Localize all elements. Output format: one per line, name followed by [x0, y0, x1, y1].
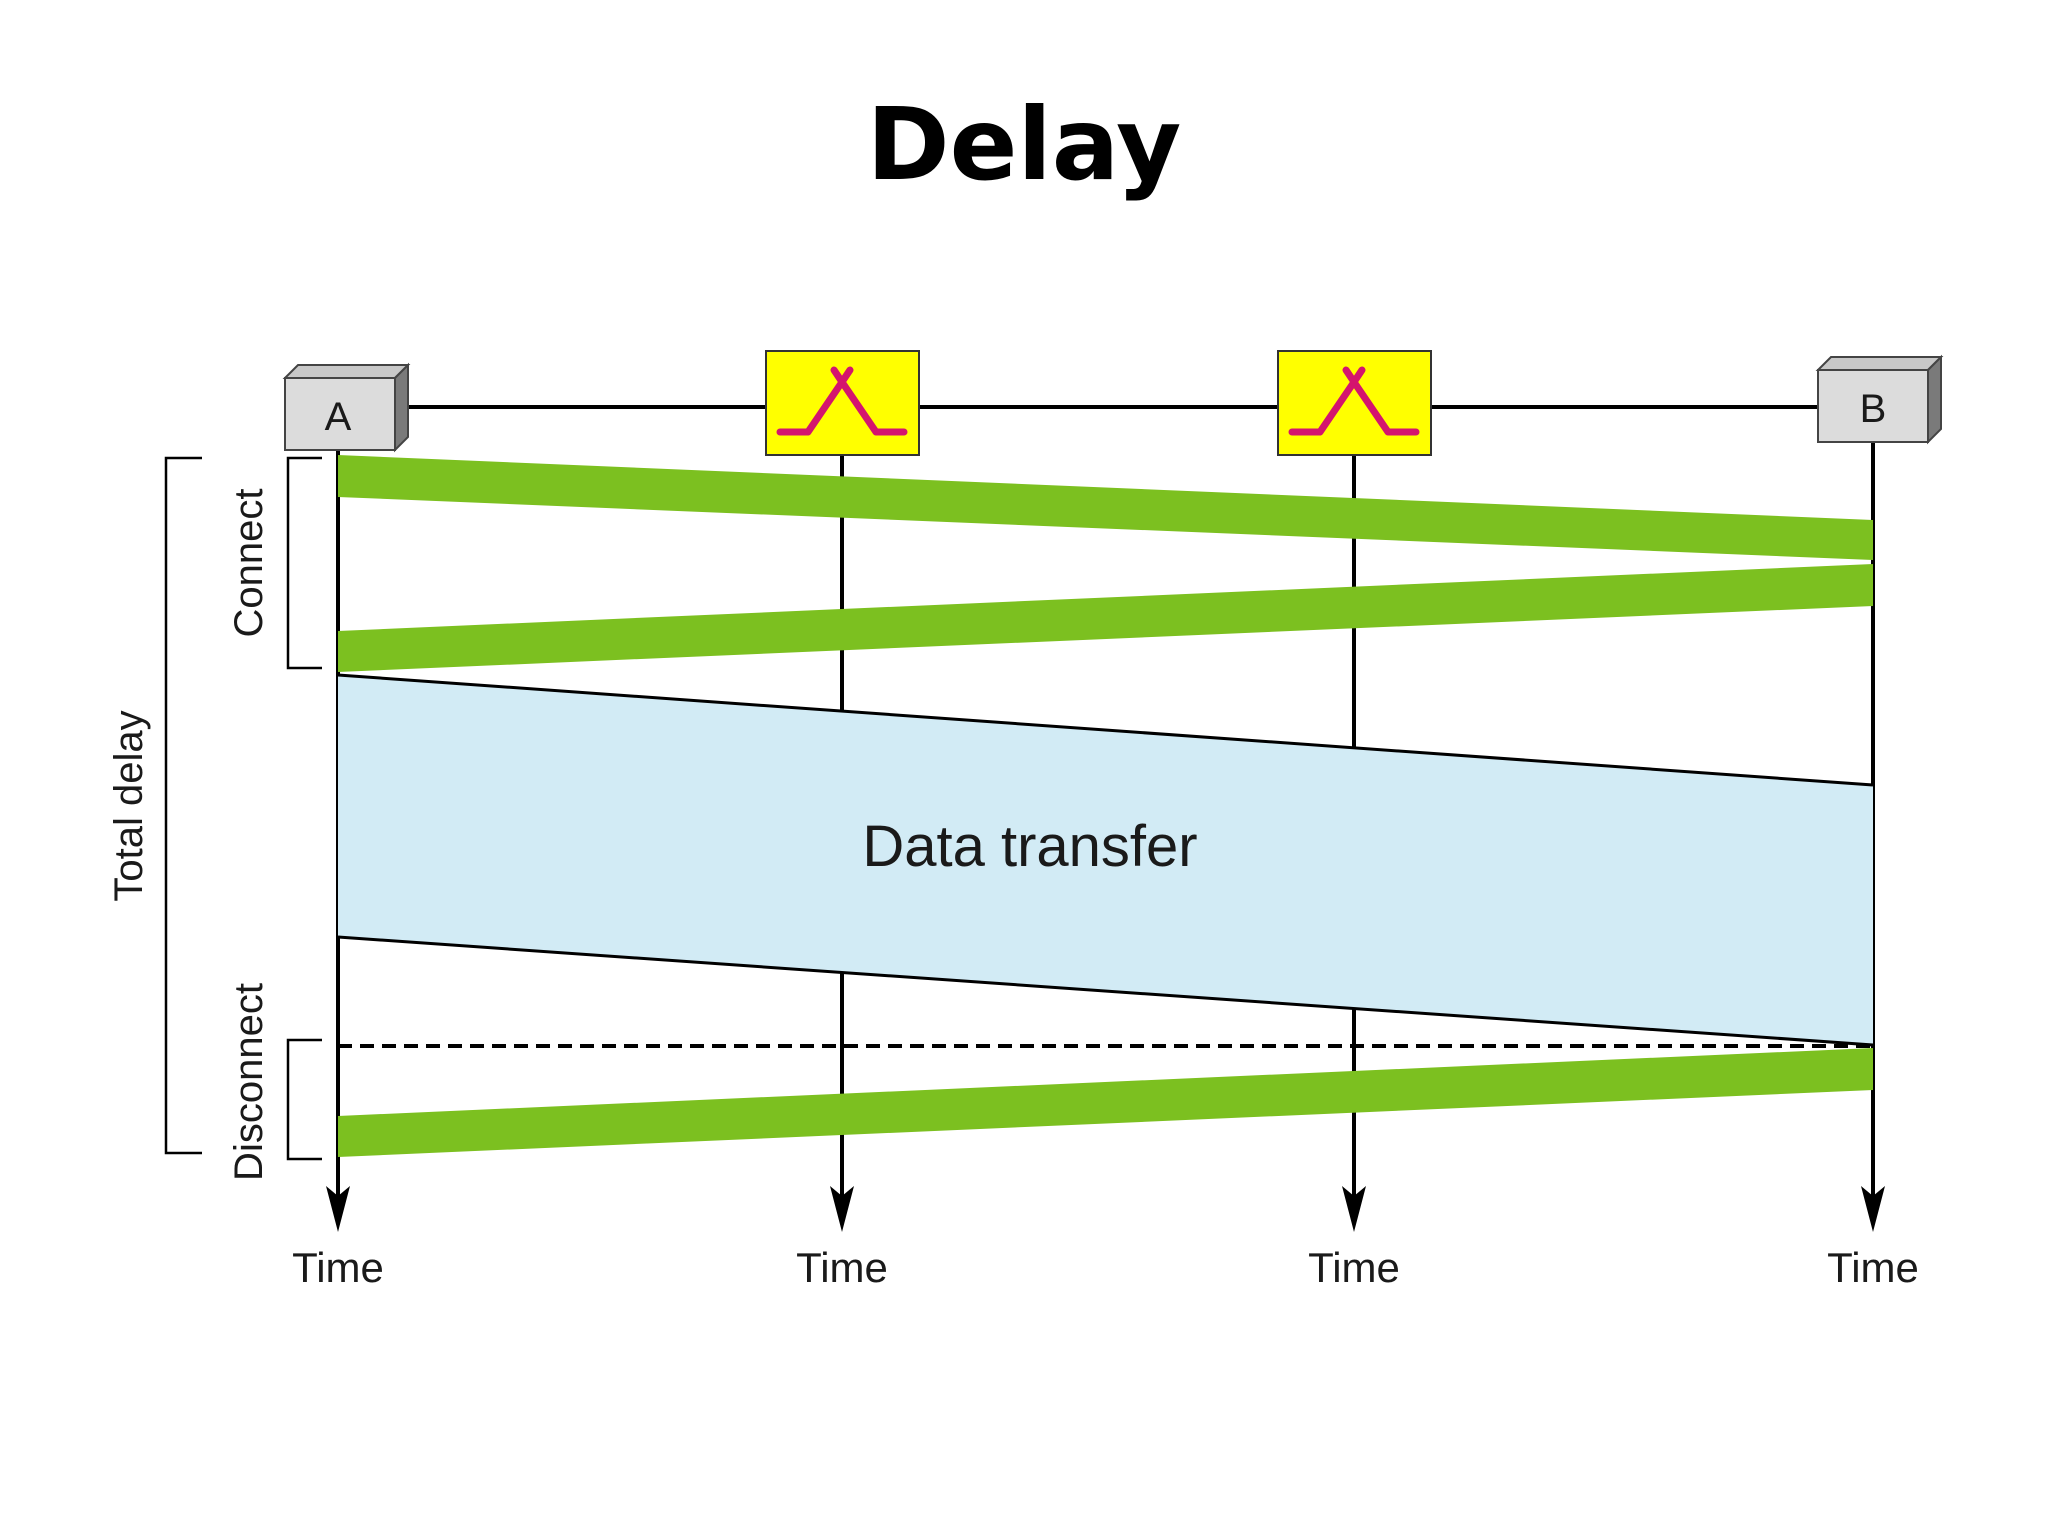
- arrow-down-icon: [830, 1186, 854, 1232]
- switch-1: [765, 350, 920, 456]
- node-b-face: [1817, 369, 1929, 443]
- disconnect-band: [338, 1048, 1873, 1157]
- switch-2: [1277, 350, 1432, 456]
- connect-bracket: [286, 456, 322, 670]
- page-title: Delay: [866, 86, 1182, 203]
- switch-icon: [1288, 366, 1420, 436]
- connect-confirm-band: [338, 564, 1873, 672]
- switch-icon: [776, 366, 908, 436]
- data-transfer-band: [338, 675, 1873, 1045]
- data-transfer-label: Data transfer: [862, 814, 1197, 879]
- node-b-label: B: [1860, 387, 1887, 431]
- arrow-down-icon: [1342, 1186, 1366, 1232]
- total-delay-label: Total delay: [107, 710, 151, 901]
- node-a-label: A: [325, 395, 352, 439]
- connect-request-band: [338, 455, 1873, 560]
- time-label-b: Time: [1827, 1244, 1919, 1291]
- node-a-face: [284, 377, 396, 451]
- data-transfer-bottom-edge: [337, 935, 1874, 1047]
- time-label-a: Time: [292, 1244, 384, 1291]
- disconnect-label: Disconnect: [227, 983, 271, 1181]
- connect-label: Connect: [227, 489, 271, 638]
- disconnect-bracket: [286, 1038, 322, 1161]
- time-label-switch-2: Time: [1308, 1244, 1400, 1291]
- arrow-down-icon: [326, 1186, 350, 1232]
- terminal-box-icon: [1815, 356, 1944, 371]
- node-b: B: [1815, 354, 1944, 445]
- data-transfer-top-edge: [337, 673, 1874, 787]
- node-a-side: [394, 362, 409, 453]
- node-a: A: [282, 362, 411, 453]
- total-delay-bracket: [164, 456, 202, 1155]
- terminal-box-icon: [282, 364, 411, 379]
- node-b-side: [1927, 354, 1942, 445]
- time-label-switch-1: Time: [796, 1244, 888, 1291]
- arrow-down-icon: [1861, 1186, 1885, 1232]
